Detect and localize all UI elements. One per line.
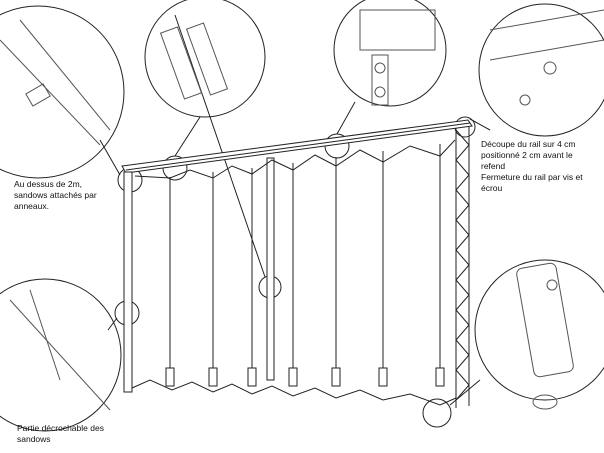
center-post: [266, 157, 275, 381]
detail-circle-top-right: [478, 3, 604, 137]
annotation-line: refend: [481, 161, 506, 171]
annotation-bottom-left: Partie décrochable des sandows: [17, 423, 104, 445]
vertical-cords: [165, 144, 445, 387]
left-post: [123, 171, 133, 393]
annotation-line: Fermeture du rail par vis et: [481, 172, 583, 182]
right-lattice-post: [455, 126, 470, 408]
detail-circle-top-center: [144, 0, 266, 118]
cord-weight: [165, 367, 175, 387]
sandow-bottom: [131, 379, 457, 406]
cord-weight: [331, 367, 341, 387]
top-rail: [121, 119, 473, 174]
detail-circle-bottom-right: [474, 259, 604, 401]
detail-sketches: [0, 9, 604, 411]
annotation-line: Découpe du rail sur 4 cm: [481, 139, 576, 149]
cord-weight: [247, 367, 257, 387]
detail-circle-rail-cut: [333, 0, 447, 107]
detail-circle-top-left: [0, 5, 125, 179]
leader-lines: [99, 14, 491, 406]
annotation-line: anneaux.: [14, 201, 49, 211]
annotation-line: Partie décrochable des: [17, 423, 104, 433]
cord-weight: [378, 367, 388, 387]
annotation-line: Au dessus de 2m,: [14, 179, 83, 189]
detail-circles: [0, 0, 604, 432]
cord-weight: [208, 367, 218, 387]
annotation-line: positionné 2 cm avant le: [481, 150, 573, 160]
detail-circle-bottom-left: [0, 278, 122, 432]
annotation-right: Découpe du rail sur 4 cm positionné 2 cm…: [481, 139, 583, 194]
annotation-top-left: Au dessus de 2m, sandows attachés par an…: [14, 179, 97, 212]
annotation-line: sandows attachés par: [14, 190, 97, 200]
cord-weight: [288, 367, 298, 387]
annotation-line: sandows: [17, 434, 51, 444]
annotation-line: écrou: [481, 183, 503, 193]
cord-weight: [435, 367, 445, 387]
